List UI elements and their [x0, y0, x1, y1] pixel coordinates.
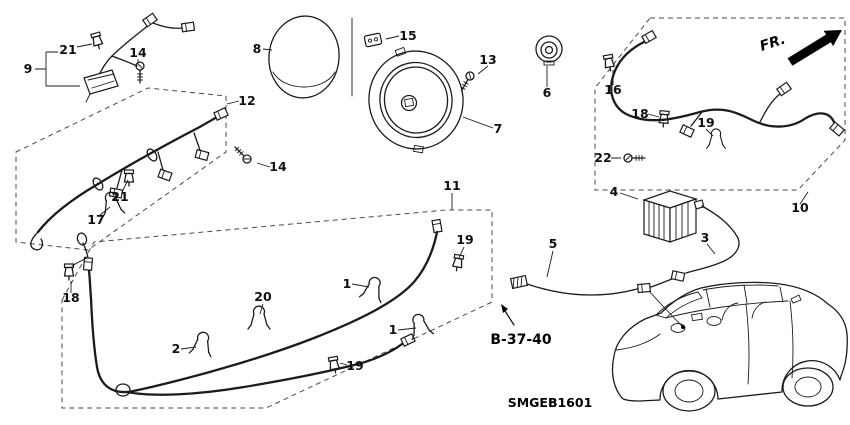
screw-22-icon — [623, 153, 646, 163]
reference-arrow-icon — [501, 304, 515, 326]
clip-21-top-icon — [90, 31, 105, 51]
harness-9-illustration — [83, 12, 196, 103]
clip-2-icon — [188, 329, 216, 358]
clip-1-a-icon — [358, 274, 388, 304]
callout-17[interactable]: 17 — [87, 212, 104, 227]
callout-19-b[interactable]: 19 — [456, 232, 473, 247]
callout-21-b[interactable]: 21 — [111, 189, 128, 204]
leader-lines — [35, 35, 809, 366]
control-unit-illustration — [642, 190, 739, 243]
callout-19-c[interactable]: 19 — [346, 358, 363, 373]
bolt-14-top-icon — [135, 61, 145, 84]
diagram-code: SMGEB1601 — [508, 395, 593, 410]
callout-18-b[interactable]: 18 — [62, 290, 79, 305]
callout-21-a[interactable]: 21 — [59, 42, 76, 57]
bolt-14-mid-icon — [231, 143, 254, 166]
fr-arrow-icon — [787, 30, 842, 66]
callout-9[interactable]: 9 — [24, 61, 33, 76]
dashed-box-part11 — [61, 209, 493, 409]
reference-code-link[interactable]: B-37-40 — [490, 332, 552, 348]
callout-2[interactable]: 2 — [172, 341, 181, 356]
callout-6[interactable]: 6 — [543, 85, 552, 100]
clip-16-icon — [602, 53, 616, 73]
fr-direction-label: FR. — [758, 32, 788, 55]
dashed-box-part10 — [594, 17, 846, 191]
speaker-illustration — [368, 46, 464, 154]
callout-14-a[interactable]: 14 — [129, 45, 147, 60]
connector-15-icon — [363, 32, 383, 48]
clip-20-icon — [247, 305, 271, 330]
callout-11[interactable]: 11 — [443, 178, 460, 193]
callout-15[interactable]: 15 — [399, 28, 416, 43]
harness-12-illustration — [30, 107, 229, 251]
callout-14-b[interactable]: 14 — [269, 159, 287, 174]
callout-18-a[interactable]: 18 — [631, 106, 648, 121]
callout-5[interactable]: 5 — [549, 236, 558, 251]
callout-19-a[interactable]: 19 — [697, 115, 714, 130]
callout-8[interactable]: 8 — [253, 41, 262, 56]
callout-20[interactable]: 20 — [254, 289, 272, 304]
callout-12[interactable]: 12 — [238, 93, 255, 108]
callout-7[interactable]: 7 — [494, 121, 503, 136]
callout-16[interactable]: 16 — [604, 82, 622, 97]
antenna-6-icon — [535, 35, 563, 66]
feeder-cable-illustration — [76, 218, 443, 397]
callout-22[interactable]: 22 — [594, 150, 611, 165]
dashed-box-part12 — [15, 87, 227, 251]
bolt-13-icon — [457, 69, 477, 94]
antenna-cover-illustration — [268, 15, 353, 99]
callout-4[interactable]: 4 — [610, 184, 619, 199]
callout-13[interactable]: 13 — [479, 52, 496, 67]
callout-1-b[interactable]: 1 — [389, 322, 398, 337]
car-outline — [611, 281, 848, 412]
clip-18-left-icon — [63, 257, 88, 281]
wire-5-illustration — [509, 274, 651, 296]
clip-19-upper-icon — [451, 253, 465, 273]
callout-10[interactable]: 10 — [791, 200, 809, 215]
callout-1-a[interactable]: 1 — [343, 276, 352, 291]
callout-3[interactable]: 3 — [701, 230, 710, 245]
